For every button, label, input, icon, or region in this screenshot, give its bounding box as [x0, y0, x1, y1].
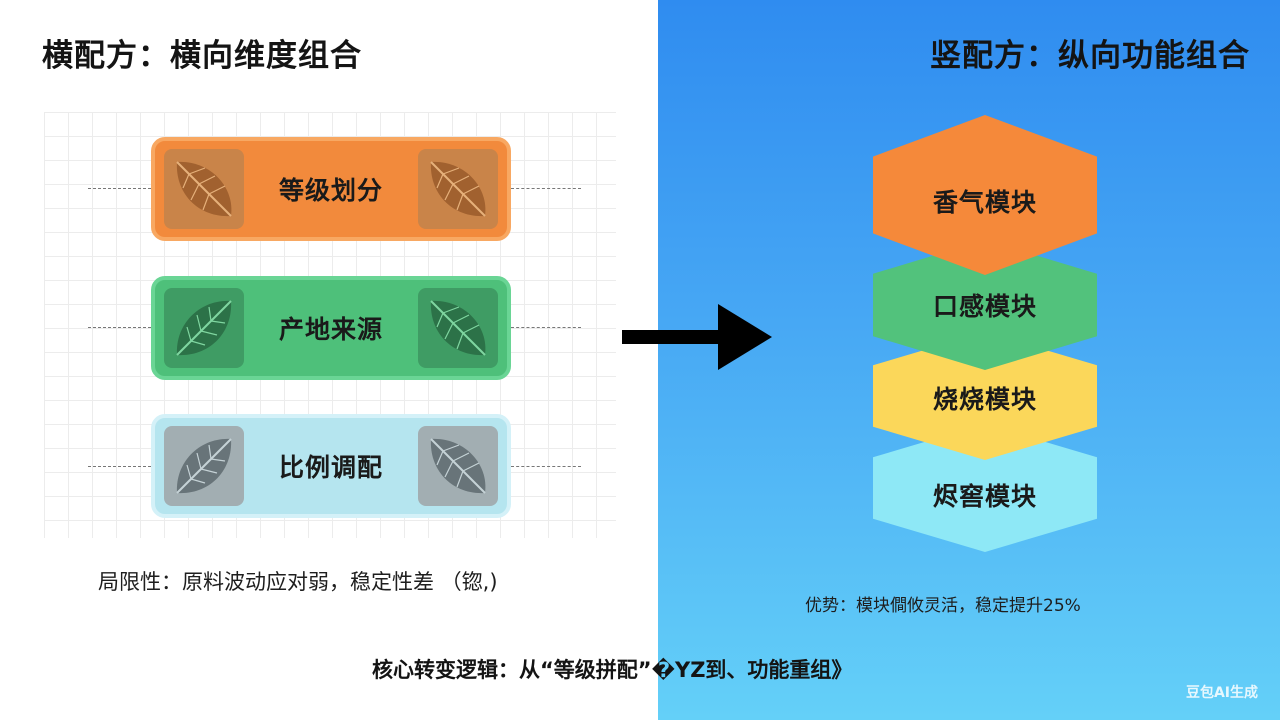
- dash-line: [88, 466, 151, 467]
- core-logic-note: 核心转变逻辑：从“等级拼配”�YZ到、功能重组》: [372, 658, 853, 682]
- leaf-icon: [164, 149, 244, 229]
- module-label: 口感模块: [932, 292, 1037, 321]
- bar-grade-classification: 等级划分: [151, 137, 511, 241]
- leaf-icon: [164, 426, 244, 506]
- leaf-icon: [418, 149, 498, 229]
- dash-line: [511, 327, 581, 328]
- leaf-icon: [418, 426, 498, 506]
- bar-ratio-blending: 比例调配: [151, 414, 511, 518]
- limitation-caption: 局限性：原料波动应对弱，稳定性差 （锪,): [98, 570, 498, 594]
- module-label: 香气模块: [932, 188, 1037, 217]
- dash-line: [511, 188, 581, 189]
- bar-label: 产地来源: [278, 315, 383, 344]
- bar-origin-source: 产地来源: [151, 276, 511, 380]
- dash-line: [88, 188, 151, 189]
- leaf-icon: [164, 288, 244, 368]
- arrow-right-icon: [622, 304, 772, 370]
- bar-label: 比例调配: [278, 453, 383, 482]
- bar-label: 等级划分: [278, 176, 383, 205]
- leaf-icon: [418, 288, 498, 368]
- dash-line: [511, 466, 581, 467]
- module-label: 烧烧模块: [932, 385, 1037, 414]
- advantage-caption: 优势：模块僴攸灵活，稳定提升25%: [805, 596, 1081, 616]
- vertical-formula-title: 竖配方：纵向功能组合: [930, 38, 1250, 74]
- watermark: 豆包AI生成: [1185, 685, 1258, 701]
- horizontal-formula-title: 横配方：横向维度组合: [42, 38, 362, 74]
- dash-line: [88, 327, 151, 328]
- module-label: 烬窖模块: [932, 482, 1037, 511]
